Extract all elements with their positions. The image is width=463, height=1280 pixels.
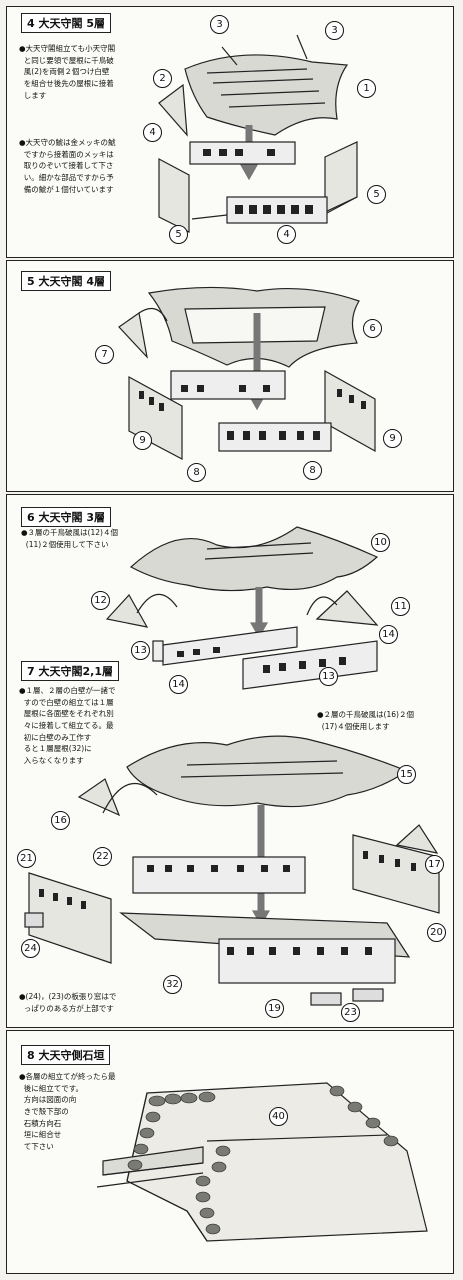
section-3rd-2nd-1st-floor: 6 大天守閣 3層 ●３層の千鳥破風は(12)４個 (11)２個使用して下さい … (6, 494, 454, 1028)
part-label: 13 (131, 641, 150, 660)
assembly-note: ●大天守の鯱は金メッキの鯱 ですから接着面のメッキは 取りのぞいて接着して下さ … (19, 138, 116, 194)
exploded-diagram (118, 286, 376, 460)
assembly-note: ●(24)，(23)の板張り窓はで っぱりのある方が上部です (19, 992, 117, 1013)
part-label: 19 (265, 999, 284, 1018)
section-5th-floor: 4 大天守閣 5層 ●大天守閣組立ても小天守閣 と同じ要領で屋根に千鳥破 風(2… (6, 6, 454, 258)
part-label: 15 (397, 765, 416, 784)
part-label: 32 (163, 975, 182, 994)
part-label: 13 (319, 667, 338, 686)
section-header: 5 大天守閣 4層 (21, 271, 111, 291)
part-label: 1 (357, 79, 376, 98)
part-label: 5 (169, 225, 188, 244)
part-label: 40 (269, 1107, 288, 1126)
section-header: 8 大天守側石垣 (21, 1045, 111, 1065)
part-label: 12 (91, 591, 110, 610)
exploded-diagram (24, 526, 440, 1006)
part-label: 3 (210, 15, 229, 34)
part-label: 6 (363, 319, 382, 338)
part-label: 10 (371, 533, 390, 552)
assembly-note: ●各層の組立てが終ったら最 後に組立てです。 方向は図面の向 きで殻下部の 石積… (19, 1072, 116, 1151)
part-label: 23 (341, 1003, 360, 1022)
assembly-note: ●３層の千鳥破風は(12)４個 (11)２個使用して下さい (21, 528, 118, 549)
exploded-diagram (158, 34, 358, 233)
part-label: 8 (303, 461, 322, 480)
part-label: 9 (133, 431, 152, 450)
part-label: 8 (187, 463, 206, 482)
part-label: 14 (169, 675, 188, 694)
part-label: 20 (427, 923, 446, 942)
part-label: 4 (143, 123, 162, 142)
part-label: 21 (17, 849, 36, 868)
assembly-note: ●大天守閣組立ても小天守閣 と同じ要領で屋根に千鳥破 風(2)を両側２個つけ白壁… (19, 44, 116, 100)
section-4th-floor: 5 大天守閣 4層 6 7 9 (6, 260, 454, 492)
exploded-diagram (96, 1082, 428, 1242)
assembly-note: ●１層、２層の白壁が一諸で すので白壁の組立ては１層 屋根に各面壁をそれぞれ別 … (19, 686, 116, 765)
section-header: 4 大天守閣 5層 (21, 13, 111, 33)
part-label: 2 (153, 69, 172, 88)
section-header: 6 大天守閣 3層 (21, 507, 111, 527)
part-label: 4 (277, 225, 296, 244)
part-label: 16 (51, 811, 70, 830)
assembly-note: ●２層の千鳥破風は(16)２個 (17)４個使用します (317, 710, 414, 731)
part-label: 11 (391, 597, 410, 616)
section-stone-wall: 8 大天守側石垣 ●各層の組立てが終ったら最 後に組立てです。 方向は図面の向 … (6, 1030, 454, 1274)
part-label: 5 (367, 185, 386, 204)
part-label: 22 (93, 847, 112, 866)
section-header: 7 大天守閣2,1層 (21, 661, 119, 681)
part-label: 7 (95, 345, 114, 364)
part-label: 9 (383, 429, 402, 448)
part-label: 3 (325, 21, 344, 40)
part-label: 14 (379, 625, 398, 644)
part-label: 17 (425, 855, 444, 874)
part-label: 24 (21, 939, 40, 958)
